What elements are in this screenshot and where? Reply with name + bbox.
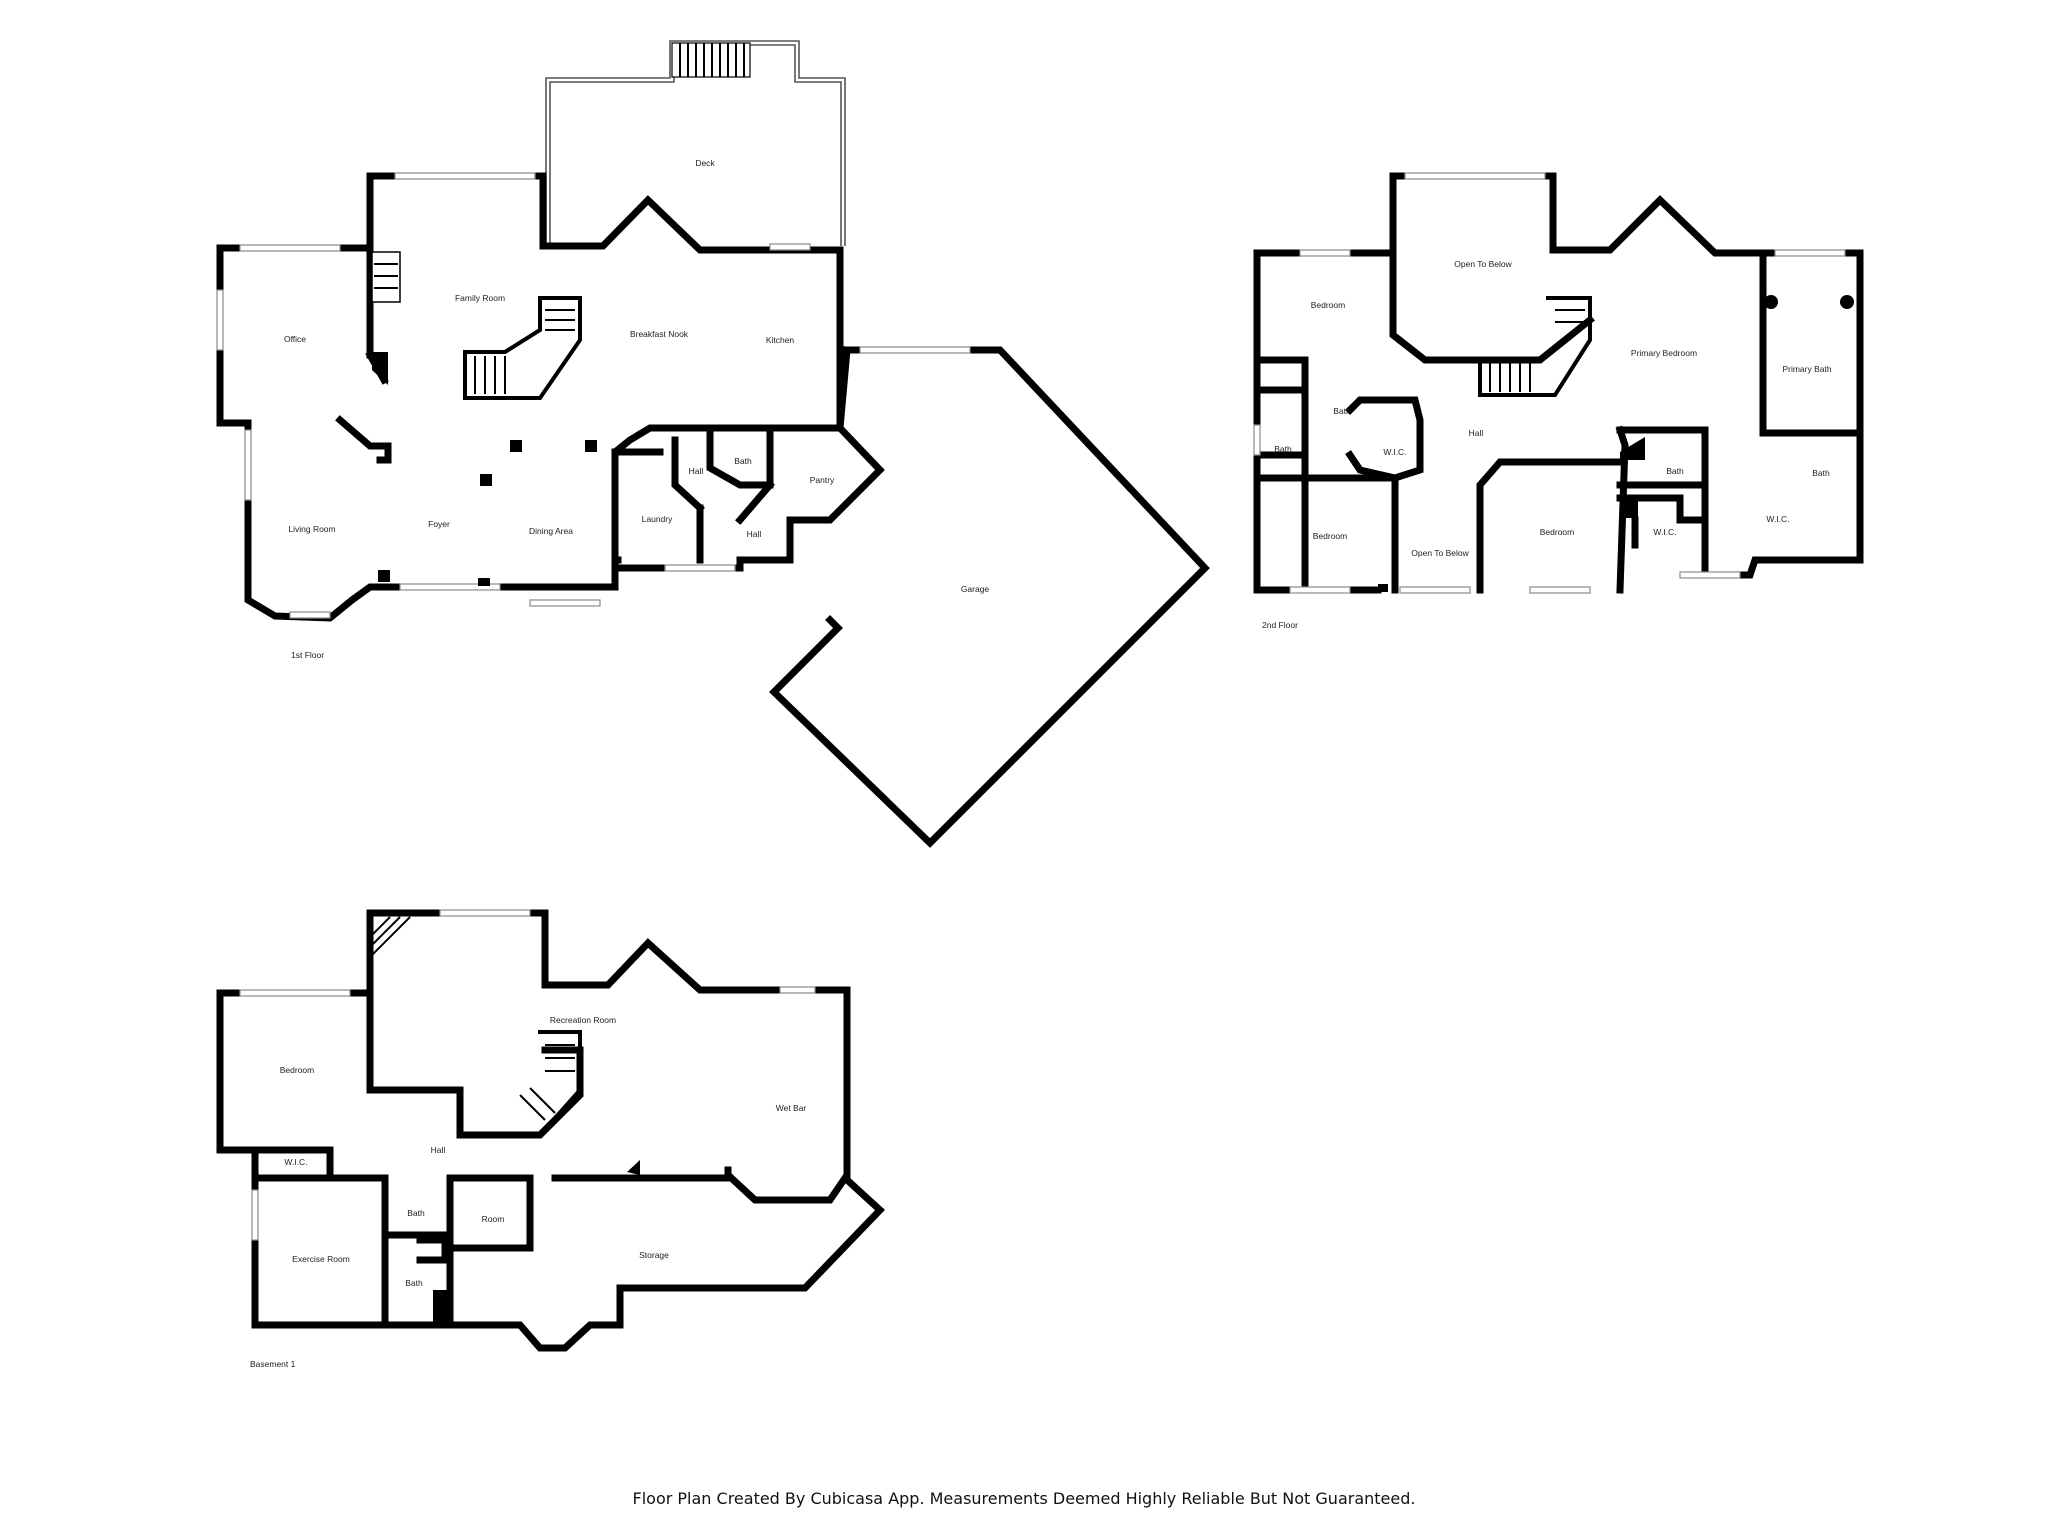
room-label-hall: Hall bbox=[1469, 428, 1484, 438]
floor-label-second: 2nd Floor bbox=[1262, 620, 1298, 630]
room-label-bath-primary-small: Bath bbox=[1812, 468, 1830, 478]
column bbox=[510, 440, 522, 452]
room-label-open-to-below-bottom: Open To Below bbox=[1411, 548, 1469, 558]
room-label-hall: Hall bbox=[431, 1145, 446, 1155]
column bbox=[585, 440, 597, 452]
room-label-storage: Storage bbox=[639, 1250, 669, 1260]
deck-outline bbox=[545, 40, 846, 246]
room-label-room: Room bbox=[482, 1214, 505, 1224]
room-label-recreation-room: Recreation Room bbox=[550, 1015, 616, 1025]
basement-labels: Recreation Room Bedroom Wet Bar Hall W.I… bbox=[250, 1015, 806, 1369]
room-label-family-room: Family Room bbox=[455, 293, 505, 303]
room-label-bedroom-sw: Bedroom bbox=[1313, 531, 1348, 541]
first-floor-plan: Deck Family Room Office Breakfast Nook K… bbox=[216, 40, 1210, 848]
basement-walls bbox=[216, 909, 886, 1352]
second-floor-plan: Open To Below Bedroom Primary Bedroom Pr… bbox=[1253, 172, 1864, 630]
room-label-bath-mid: Bath bbox=[1333, 406, 1351, 416]
room-label-deck: Deck bbox=[695, 158, 715, 168]
fixture-dot bbox=[1840, 295, 1854, 309]
room-label-foyer: Foyer bbox=[428, 519, 450, 529]
room-label-wic: W.I.C. bbox=[284, 1157, 307, 1167]
room-label-kitchen: Kitchen bbox=[766, 335, 795, 345]
room-label-bedroom-s: Bedroom bbox=[1540, 527, 1575, 537]
room-label-open-to-below-top: Open To Below bbox=[1454, 259, 1512, 269]
room-label-bedroom: Bedroom bbox=[280, 1065, 315, 1075]
deck-stairs bbox=[671, 42, 751, 78]
disclaimer-footer: Floor Plan Created By Cubicasa App. Meas… bbox=[632, 1489, 1416, 1508]
floor-label-basement: Basement 1 bbox=[250, 1359, 296, 1369]
first-floor-fixtures bbox=[371, 251, 597, 586]
basement-windows bbox=[239, 909, 816, 1241]
basement-plan: Recreation Room Bedroom Wet Bar Hall W.I… bbox=[216, 909, 886, 1369]
room-label-living-room: Living Room bbox=[288, 524, 335, 534]
second-floor-labels: Open To Below Bedroom Primary Bedroom Pr… bbox=[1262, 259, 1832, 630]
basement-fixtures bbox=[371, 916, 640, 1323]
room-label-bath-small: Bath bbox=[1274, 444, 1292, 454]
column bbox=[378, 570, 390, 582]
corner-stair-hatch bbox=[371, 916, 411, 956]
room-label-bath-east: Bath bbox=[1666, 466, 1684, 476]
room-label-hall-upper: Hall bbox=[689, 466, 704, 476]
room-label-wet-bar: Wet Bar bbox=[776, 1103, 807, 1113]
room-label-wic-small: W.I.C. bbox=[1653, 527, 1676, 537]
room-label-breakfast-nook: Breakfast Nook bbox=[630, 329, 689, 339]
room-label-dining-area: Dining Area bbox=[529, 526, 573, 536]
main-staircase bbox=[463, 296, 582, 400]
second-floor-windows bbox=[1253, 172, 1846, 594]
first-floor-labels: Deck Family Room Office Breakfast Nook K… bbox=[284, 158, 989, 660]
room-label-primary-bedroom: Primary Bedroom bbox=[1631, 348, 1697, 358]
column bbox=[480, 474, 492, 486]
fixture-dot bbox=[1764, 295, 1778, 309]
first-floor-windows bbox=[216, 172, 971, 619]
room-label-bedroom-nw: Bedroom bbox=[1311, 300, 1346, 310]
floor-label-first: 1st Floor bbox=[291, 650, 324, 660]
second-floor-fixtures bbox=[1378, 295, 1854, 592]
room-label-laundry: Laundry bbox=[642, 514, 673, 524]
room-label-bath-lower: Bath bbox=[405, 1278, 423, 1288]
first-floor-walls bbox=[216, 172, 1210, 848]
room-label-garage: Garage bbox=[961, 584, 990, 594]
room-label-wic-east: W.I.C. bbox=[1766, 514, 1789, 524]
room-label-hall-lower: Hall bbox=[747, 529, 762, 539]
room-label-office: Office bbox=[284, 334, 306, 344]
upper-staircase bbox=[1478, 296, 1592, 397]
room-label-pantry: Pantry bbox=[810, 475, 835, 485]
room-label-exercise-room: Exercise Room bbox=[292, 1254, 350, 1264]
room-label-primary-bath: Primary Bath bbox=[1782, 364, 1831, 374]
basement-staircase bbox=[519, 1030, 582, 1138]
room-label-bath: Bath bbox=[734, 456, 752, 466]
column bbox=[478, 578, 490, 586]
room-label-wic-mid: W.I.C. bbox=[1383, 447, 1406, 457]
room-label-bath-upper: Bath bbox=[407, 1208, 425, 1218]
